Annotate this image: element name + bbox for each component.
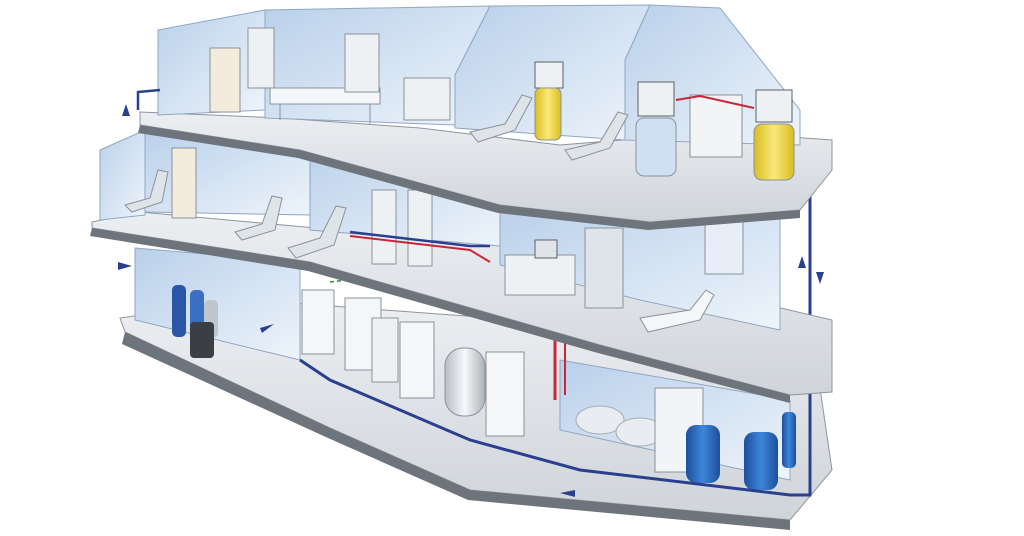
dialysis-machine-icon	[407, 189, 433, 267]
dialysis-machine-icon	[344, 33, 380, 93]
records-cabinet	[584, 227, 624, 309]
office-desk	[403, 77, 451, 121]
dialysis-machine-icon	[171, 147, 197, 219]
computer-desk	[504, 254, 576, 296]
dialysis-machine-icon	[534, 61, 564, 89]
supply-line	[136, 88, 161, 110]
dialysis-machine-icon	[637, 81, 675, 117]
return-line	[349, 235, 491, 263]
middle-slab-edge	[90, 228, 790, 403]
ro-cabinet	[371, 317, 399, 383]
water-filter-group	[172, 285, 218, 358]
reverse-osmosis-units	[301, 289, 435, 399]
tank-icon	[686, 425, 720, 483]
filter-icon	[172, 285, 186, 337]
supply-line	[299, 180, 812, 497]
tank-icon	[190, 322, 214, 358]
hemodialysis-tank-unit	[534, 61, 564, 141]
hemodialysis-tank-unit	[753, 89, 795, 181]
supply-line	[349, 230, 490, 248]
top-floor	[122, 4, 833, 230]
ro-cabinet	[301, 289, 335, 355]
basement-slab-edge	[122, 332, 790, 530]
middle-wall-left	[99, 129, 146, 221]
tank-icon	[753, 123, 795, 181]
dialysis-machine-icon	[247, 27, 275, 89]
tank-icon	[444, 347, 486, 417]
tank-icon	[635, 117, 677, 177]
tank-icon	[744, 432, 778, 490]
treatment-chair-icon	[124, 169, 169, 213]
storage-tank-group	[444, 347, 525, 437]
treatment-chair-icon	[469, 94, 533, 143]
flow-arrow-icon	[798, 256, 806, 268]
treatment-chair-icon	[234, 195, 283, 241]
treatment-chair-icon	[287, 205, 347, 259]
dialysis-machine-icon	[689, 94, 743, 158]
middle-floor	[90, 129, 833, 403]
concentrate-supply-unit	[654, 387, 796, 490]
tank-icon	[575, 405, 625, 435]
computer-icon	[534, 239, 558, 259]
dialysis-machine-icon	[209, 47, 241, 113]
flow-arrow-icon	[118, 262, 132, 270]
flow-arrow-icon	[816, 272, 824, 284]
top-slab-edge	[138, 125, 800, 230]
dialysis-machine-icon	[371, 189, 397, 265]
treatment-chair-icon	[564, 111, 629, 161]
return-line	[675, 94, 755, 109]
flow-arrow-icon	[260, 324, 274, 333]
flow-arrow-icon	[560, 490, 575, 497]
hemodialysis-tank-unit	[635, 81, 677, 177]
dialysis-machine-icon	[755, 89, 793, 123]
tank-icon	[782, 412, 796, 468]
ro-cabinet	[399, 321, 435, 399]
tank-icon	[534, 87, 562, 141]
ro-cabinet	[485, 351, 525, 437]
flow-arrow-icon	[122, 104, 130, 116]
x-ray-panel	[704, 221, 744, 275]
treatment-chair-icon	[639, 289, 715, 333]
